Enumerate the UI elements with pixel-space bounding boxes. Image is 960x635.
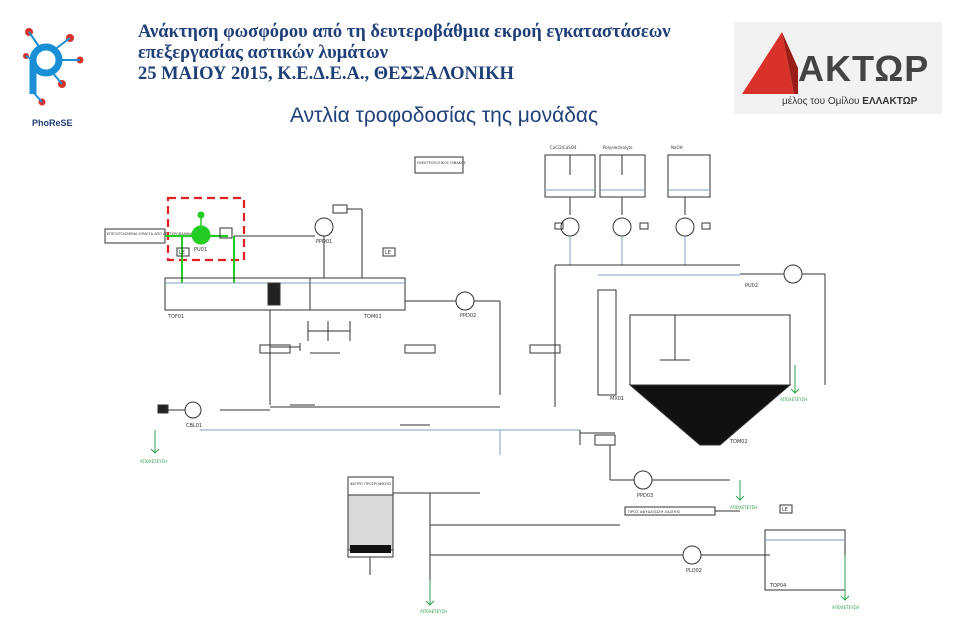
level-indicator-1: LE (176, 247, 190, 257)
aktor-brand-text: ΑΚΤΩΡ (798, 48, 930, 89)
aktor-tagline-brand: ΕΛΛΑΚΤΩΡ (862, 96, 918, 107)
level-indicator-2: LE (382, 247, 396, 257)
title-line-2: επεξεργασίας αστικών λυμάτων (138, 43, 388, 63)
aktor-logo: ΑΚΤΩΡ μέλος του Ομίλου ΕΛΛΑΚΤΩΡ (734, 22, 942, 114)
misc-valves (259, 344, 710, 481)
highlight-box (166, 196, 246, 262)
drain-label-2: ΑΠΟΧΕΤΕΥΣΗ (420, 609, 447, 614)
pump-5-label: PPD03 (637, 493, 653, 499)
level-indicator-1-label: LE (179, 250, 185, 256)
phorese-logo: PhoReSE (18, 22, 98, 132)
mixing-column (597, 289, 617, 396)
valve-manifold (269, 321, 351, 354)
feed-pump-label: PU01 (194, 247, 207, 253)
filter-label: ΦΙΛΤΡΟ ΠΡΟΣΡΟΦΗΣΗΣ (350, 482, 391, 486)
slide-subtitle: Αντλία τροφοδοσίας της μονάδας (290, 104, 599, 127)
chem-tank-1-label: CaCl2/CaSO4 (550, 145, 577, 150)
level-indicator-3-label: LE (782, 507, 788, 513)
feed-tank-2-label: TOM01 (363, 314, 382, 320)
drain-lines (150, 365, 850, 606)
pump-3-icon (455, 291, 475, 311)
pump-7-icon (682, 545, 702, 565)
slide-header: PhoReSE Ανάκτηση φωσφόρου από τη δευτερο… (0, 0, 960, 135)
phorese-logo-icon (23, 28, 84, 106)
pump-4-label: PU02 (745, 283, 758, 289)
chem-tank-3: NaOH (667, 145, 711, 198)
pump-7-label: PLO02 (686, 568, 702, 574)
aktor-triangle-icon (742, 32, 798, 94)
control-panel-box (414, 156, 464, 174)
to-sand-label: ΠΡΟΣ ΑΦΥΔΑΤΩΣΗ ΛΑΣΠΗΣ (628, 509, 681, 514)
chem-tank-2: Polyelectrolyte (599, 145, 646, 198)
chem-tank-1: CaCl2/CaSO4 (544, 145, 596, 198)
settler-label: TOM02 (729, 439, 748, 445)
adsorption-filter: ΦΙΛΤΡΟ ΠΡΟΣΡΟΦΗΣΗΣ (347, 476, 394, 558)
drain-label-4: ΑΠΟΧΕΤΕΥΣΗ (780, 397, 807, 402)
phorese-logo-text: PhoReSE (32, 118, 73, 128)
slide-title: Ανάκτηση φωσφόρου από τη δευτεροβάθμια ε… (138, 22, 738, 85)
blower-icon (184, 401, 202, 419)
feed-tank-1: TOF01 (164, 277, 311, 320)
pump-4-icon (783, 264, 803, 284)
chem-tank-3-label: NaOH (671, 145, 683, 150)
chem-tank-2-label: Polyelectrolyte (603, 145, 633, 150)
feed-tank-1-label: TOF01 (167, 314, 184, 320)
pump-5-icon (633, 470, 653, 490)
drain-label-5: ΑΠΟΧΕΤΕΥΣΗ (832, 605, 859, 610)
title-line-1: Ανάκτηση φωσφόρου από τη δευτεροβάθμια ε… (138, 22, 671, 42)
mixer-label: MX01 (610, 396, 624, 402)
aktor-tagline-prefix: μέλος του Ομίλου (782, 96, 860, 107)
feed-pump-highlighted (191, 225, 211, 245)
process-diagram-svg: ΗΛΕΚΤΡΟΛΟΓΙΚΟΣ ΠΙΝΑΚΑΣ CaCl2/CaSO4 Polye… (104, 145, 859, 614)
aktor-tagline: μέλος του Ομίλου ΕΛΛΑΚΤΩΡ (782, 96, 917, 107)
control-panel-label: ΗΛΕΚΤΡΟΛΟΓΙΚΟΣ ΠΙΝΑΚΑΣ (417, 161, 466, 165)
pump-3-label: PPD02 (460, 313, 476, 319)
final-tank-label: TOP04 (769, 583, 786, 589)
drain-label-1: ΑΠΟΧΕΤΕΥΣΗ (140, 459, 167, 464)
drain-label-3: ΑΠΟΧΕΤΕΥΣΗ (730, 505, 757, 510)
dosing-pumps (554, 197, 711, 265)
feed-inlet-label: ΕΠΕΞΕΡΓΑΣΜΕΝΑ ΛΥΜΑΤΑ ΑΠΟ ΔΕΥΤΕΡΟΒΑΘΜΙΑ (107, 232, 194, 236)
level-indicator-2-label: LE (385, 250, 391, 256)
title-line-3: 25 ΜΑΙΟΥ 2015, Κ.Ε.Δ.Ε.Α., ΘΕΣΣΑΛΟΝΙΚΗ (138, 64, 514, 84)
final-tank: TOP04 LE (764, 504, 846, 591)
process-diagram: ΗΛΕΚΤΡΟΛΟΓΙΚΟΣ ΠΙΝΑΚΑΣ CaCl2/CaSO4 Polye… (100, 135, 860, 615)
settler-tank: TOM02 (628, 314, 792, 446)
feed-tank-2: TOM01 (309, 277, 406, 320)
blower-label: CBL01 (186, 423, 202, 429)
pump-2-icon (314, 217, 334, 237)
